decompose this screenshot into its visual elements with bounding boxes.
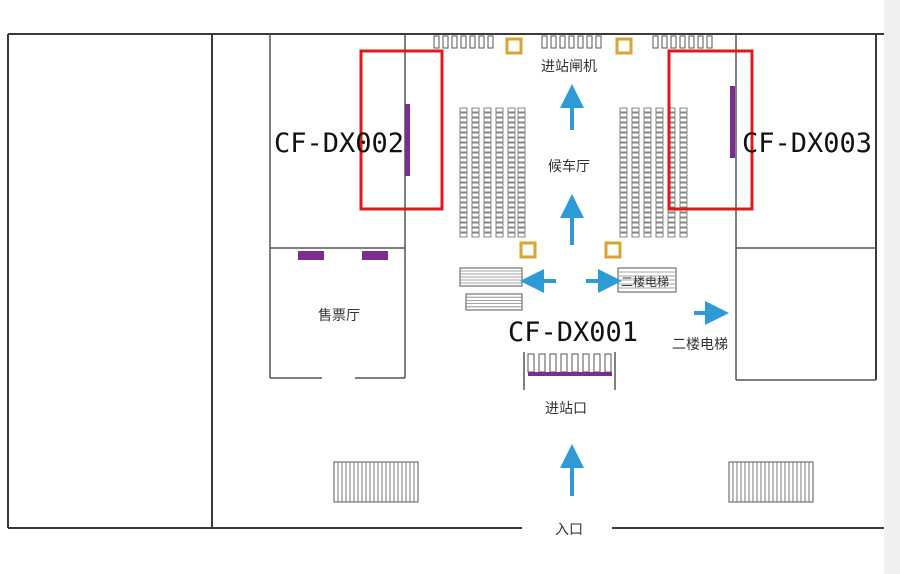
stair-block (333, 461, 419, 503)
entrance-gate (604, 353, 612, 373)
seat-column (643, 107, 652, 238)
gate-slot (559, 35, 566, 49)
gate-slot (697, 35, 704, 49)
entrance-gate (571, 353, 579, 373)
entrance-gate-row (527, 353, 612, 373)
gate-slot (487, 35, 494, 49)
seat-column (471, 107, 480, 238)
right-room-block (735, 34, 876, 381)
top-gate-row (433, 35, 713, 49)
station-entrance-label: 进站口 (545, 401, 587, 417)
escalator-block (465, 293, 523, 311)
seat-column (679, 107, 688, 238)
entrance-gate (538, 353, 546, 373)
gate-slot (652, 35, 659, 49)
seat-column (495, 107, 504, 238)
seating-right (619, 107, 688, 238)
gate-slot (469, 35, 476, 49)
seat-column (483, 107, 492, 238)
gate-slot (460, 35, 467, 49)
center-entrance-walls (523, 352, 616, 390)
gate-slot (586, 35, 593, 49)
scroll-edge (884, 0, 900, 574)
waiting-hall-label: 候车厅 (548, 158, 590, 175)
gate-slot (550, 35, 557, 49)
main-entrance-label: 入口 (555, 522, 583, 538)
gate-slot (661, 35, 668, 49)
stair-block (728, 461, 814, 503)
seat-column (631, 107, 640, 238)
gate-slot (433, 35, 440, 49)
gate-slot (541, 35, 548, 49)
entrance-gate (527, 353, 535, 373)
gate-slot (478, 35, 485, 49)
entrance-gate (582, 353, 590, 373)
gate-slot (688, 35, 695, 49)
entrance-gate (593, 353, 601, 373)
gate-slot (670, 35, 677, 49)
gate-slot (451, 35, 458, 49)
entrance-gate (549, 353, 557, 373)
entrance-gate (560, 353, 568, 373)
flow-arrows (520, 84, 729, 496)
highlight-box-right (667, 49, 754, 211)
gates-label: 进站闸机 (541, 59, 597, 75)
highlight-frames (359, 49, 754, 211)
zone-label-left: CF-DX002 (274, 128, 404, 159)
gate-slot (595, 35, 602, 49)
escalator-block (459, 267, 523, 287)
seat-column (517, 107, 526, 238)
highlight-box-left (359, 49, 444, 211)
devices (298, 86, 735, 376)
stairs (333, 267, 814, 503)
seat-column (507, 107, 516, 238)
gate-slot (568, 35, 575, 49)
escalator-inner-label: 二楼电梯 (621, 274, 669, 289)
seating-left (459, 107, 526, 238)
outer-walls (7, 33, 884, 529)
gate-slot (706, 35, 713, 49)
gate-slot (577, 35, 584, 49)
left-room-block (269, 34, 406, 379)
pillars (505, 37, 633, 259)
zone-label-right: CF-DX003 (742, 128, 872, 159)
escalator-outer-label: 二楼电梯 (672, 337, 728, 353)
zone-label-center: CF-DX001 (508, 317, 638, 348)
seat-column (619, 107, 628, 238)
gate-slot (679, 35, 686, 49)
seat-column (459, 107, 468, 238)
seat-column (655, 107, 664, 238)
ticket-hall-label: 售票厅 (318, 308, 360, 324)
gate-slot (442, 35, 449, 49)
